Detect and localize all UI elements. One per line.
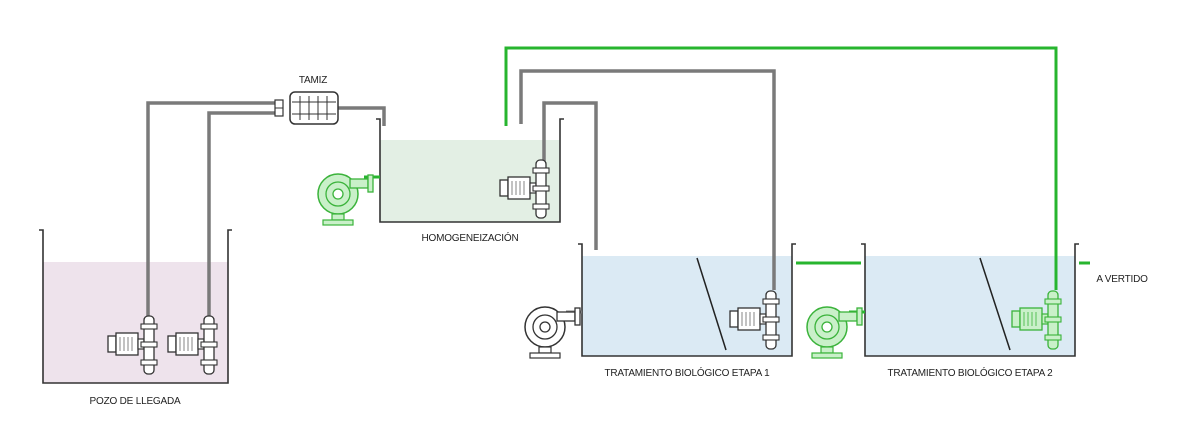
pipe-pozo-pump1-tamiz: [146, 101, 275, 320]
etapa2-baffle: [979, 257, 1011, 351]
pipe-pozo-pump2-tamiz: [207, 111, 275, 320]
screen-filter-icon: [274, 91, 339, 125]
pozo-label: POZO DE LLEGADA: [90, 396, 181, 407]
homogeneizacion-liquid: [380, 140, 560, 222]
etapa1-tank: [578, 243, 796, 357]
pipe-etapa1-pump-return: [519, 69, 776, 290]
pipe-etapa2-pump-return: [504, 46, 1058, 290]
homogeneizacion-tank: [376, 118, 564, 223]
pozo-liquid: [43, 262, 228, 383]
tamiz-label: TAMIZ: [299, 75, 327, 86]
etapa1-liquid: [582, 256, 792, 356]
etapa2-tank: [861, 243, 1079, 357]
pipe-homog-pump-etapa1: [542, 101, 598, 250]
blower-icon: [524, 306, 581, 359]
pipe-tamiz-homogeneizacion: [338, 106, 386, 126]
etapa1-label: TRATAMIENTO BIOLÓGICO ETAPA 1: [605, 366, 771, 379]
blower-icon: [317, 173, 374, 226]
homogeneizacion-label: HOMOGENEIZACIÓN: [421, 231, 518, 244]
pozo-tank: [39, 229, 232, 384]
etapa2-liquid: [865, 256, 1075, 356]
etapa1-baffle: [696, 257, 727, 351]
etapa2-label: TRATAMIENTO BIOLÓGICO ETAPA 2: [888, 366, 1054, 379]
vertido-label: A VERTIDO: [1096, 274, 1148, 285]
blower-icon: [806, 306, 863, 359]
